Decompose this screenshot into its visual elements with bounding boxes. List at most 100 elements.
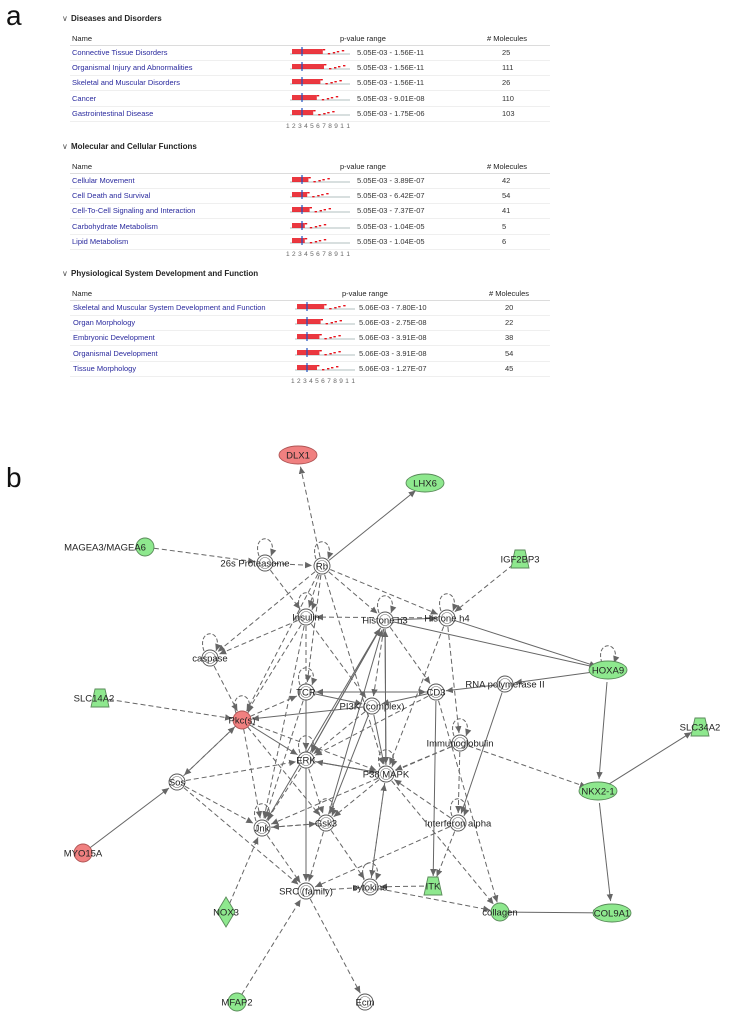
node-label: TCR	[296, 688, 316, 699]
node-gsk3[interactable]: Gsk3	[315, 814, 337, 832]
node-itk[interactable]: ITK	[423, 876, 443, 896]
pvalue-distribution-bar	[295, 332, 355, 342]
node-lhx6[interactable]: LHX6	[405, 473, 445, 493]
row-name-link[interactable]: Skeletal and Muscular System Development…	[73, 303, 266, 312]
node-caspase[interactable]: caspase	[192, 649, 228, 667]
node-slc14a2[interactable]: SLC14A2	[74, 688, 115, 708]
row-name-link[interactable]: Cell Death and Survival	[72, 191, 151, 201]
edge-caspase-Pkc	[213, 665, 238, 712]
edge-IFNA-P38	[394, 779, 451, 819]
node-jnk[interactable]: Jnk	[253, 819, 271, 837]
chevron-down-icon[interactable]: ∨	[62, 142, 68, 151]
node-p38[interactable]: P38 MAPK	[363, 765, 410, 783]
pvalue-distribution-bar	[290, 175, 350, 184]
column-header-pvalue: p-value range	[342, 289, 388, 298]
node-label: SLC14A2	[74, 694, 115, 705]
row-name-link[interactable]: Lipid Metabolism	[72, 236, 129, 246]
edge-Gsk3-H3	[328, 629, 384, 815]
chevron-down-icon[interactable]: ∨	[62, 269, 68, 278]
node-collagen[interactable]: collagen	[482, 902, 518, 922]
row-name-link[interactable]: Carbohydrate Metabolism	[72, 221, 158, 231]
column-header-molecules: # Molecules	[489, 289, 530, 298]
axis-tick-label: 8	[333, 378, 340, 385]
node-shape	[232, 710, 252, 730]
row-name-link[interactable]: Tissue Morphology	[73, 363, 137, 373]
row-divider	[70, 218, 550, 220]
node-immuno[interactable]: Immunoglobulin	[426, 734, 494, 752]
axis-tick-label: 9	[334, 251, 341, 258]
row-name-link[interactable]: Organismal Development	[73, 348, 158, 358]
section-header[interactable]: ∨Physiological System Development and Fu…	[62, 269, 258, 278]
pvalue-distribution-bar	[290, 220, 350, 230]
node-src[interactable]: SRC (family)	[279, 882, 333, 900]
row-divider	[70, 188, 550, 189]
node-col9a1[interactable]: COL9A1	[592, 903, 632, 923]
row-name-link[interactable]: Connective Tissue Disorders	[72, 48, 168, 57]
node-inner-ring	[441, 612, 453, 624]
node-ifna[interactable]: Interferon alpha	[425, 814, 492, 832]
pvalue-distribution-bar	[290, 107, 350, 117]
node-magea3[interactable]: MAGEA3/MAGEA6	[64, 537, 155, 557]
header-divider	[70, 45, 550, 46]
node-label: ITK	[426, 882, 441, 893]
edge-Gsk3-cytokine	[330, 830, 365, 880]
edge-H4-Insulin	[315, 613, 439, 621]
node-cytokine[interactable]: cytokine	[353, 878, 388, 896]
node-slc34a2[interactable]: SLC34A2	[680, 717, 721, 737]
row-divider	[70, 90, 550, 92]
node-pkc[interactable]: Pkc(s)	[229, 710, 256, 730]
row-name-link[interactable]: Organ Morphology	[73, 318, 136, 328]
node-shape	[216, 896, 236, 928]
edge-H3-PI3K	[371, 628, 385, 697]
row-name-link[interactable]: Embryonic Development	[73, 333, 155, 343]
row-divider	[70, 75, 550, 77]
node-rb[interactable]: Rb	[313, 557, 331, 575]
node-26s[interactable]: 26s Proteasome	[220, 554, 290, 572]
node-insulin[interactable]: Insulin	[292, 608, 320, 626]
row-name-link[interactable]: Cancer	[72, 93, 97, 103]
node-rnapii[interactable]: RNA polymerase II	[465, 675, 545, 693]
row-name-link[interactable]: Cellular Movement	[72, 176, 135, 185]
chevron-down-icon[interactable]: ∨	[62, 14, 68, 23]
edge-H3-CD3	[389, 627, 431, 685]
node-inner-ring	[300, 611, 312, 623]
node-ecm[interactable]: Ecm	[356, 993, 375, 1011]
node-sos[interactable]: Sos	[168, 773, 186, 791]
edge-MFAP2-SRC	[241, 899, 302, 995]
node-erk[interactable]: ERK	[296, 751, 316, 769]
row-pvalue-range: 5.05E-03 - 3.89E-07	[357, 176, 425, 185]
node-h4[interactable]: Histone h4	[424, 609, 470, 627]
node-hoxa9[interactable]: HOXA9	[588, 660, 628, 680]
section-header[interactable]: ∨Diseases and Disorders	[62, 14, 162, 23]
node-label: Jnk	[255, 824, 270, 835]
node-label: CD3	[426, 688, 445, 699]
row-divider	[70, 60, 550, 61]
node-inner-ring	[259, 557, 271, 569]
row-name-link[interactable]: Organismal Injury and Abnormalities	[72, 63, 193, 73]
header-divider	[70, 173, 550, 174]
node-dlx1[interactable]: DLX1	[278, 445, 318, 465]
node-myo15a[interactable]: MYO15A	[64, 843, 103, 863]
pvalue-distribution-bar	[290, 235, 350, 245]
edge-Sos-Jnk	[184, 785, 254, 824]
row-molecule-count: 25	[502, 48, 511, 57]
row-name-link[interactable]: Skeletal and Muscular Disorders	[72, 78, 180, 88]
node-nox3[interactable]: NOX3	[213, 896, 239, 928]
node-label: NOX3	[213, 908, 239, 919]
node-h3[interactable]: Histone h3	[362, 611, 408, 629]
row-molecule-count: 110	[502, 93, 514, 103]
section-header[interactable]: ∨Molecular and Cellular Functions	[62, 142, 197, 151]
node-igf2bp3[interactable]: IGF2BP3	[500, 549, 540, 569]
node-cd3[interactable]: CD3	[426, 683, 446, 701]
node-label: COL9A1	[594, 909, 630, 920]
row-name-link[interactable]: Cell-To-Cell Signaling and Interaction	[72, 206, 196, 216]
node-tcr[interactable]: TCR	[296, 683, 316, 701]
pvalue-distribution-bar	[295, 317, 355, 327]
edge-Jnk-H3	[266, 628, 381, 821]
node-mfap2[interactable]: MFAP2	[221, 992, 253, 1012]
row-name-link[interactable]: Gastrointestinal Disease	[72, 108, 154, 118]
node-nkx2[interactable]: NKX2-1	[578, 781, 618, 801]
node-pi3k[interactable]: PI3K (complex)	[340, 697, 405, 715]
node-shape	[588, 660, 628, 680]
node-inner-ring	[452, 817, 464, 829]
